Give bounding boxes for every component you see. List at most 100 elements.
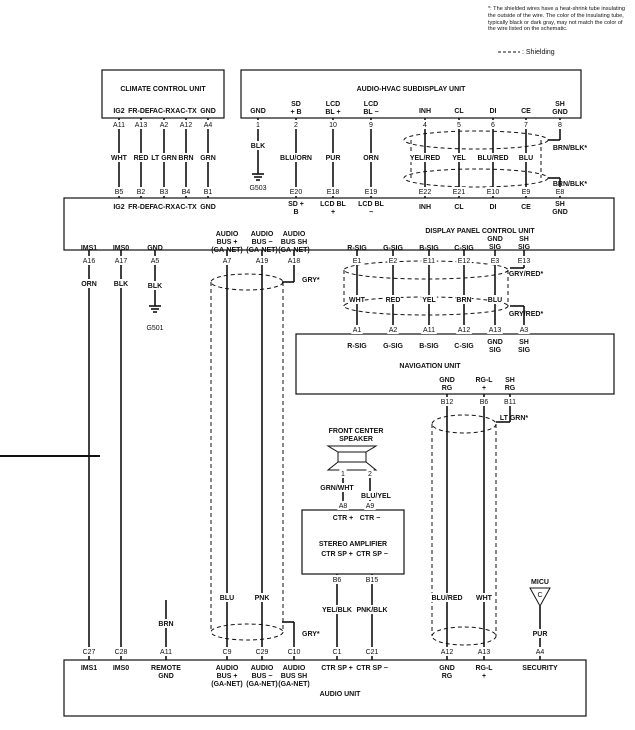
speaker-wire-color-0: GRN/WHT: [320, 485, 354, 492]
dpcu-hvac-pin-7: E9: [522, 189, 531, 196]
dpcu-nav-pin-5: E13: [518, 258, 531, 265]
audio-pin-left-1: C28: [115, 649, 128, 656]
dpcu-climate-name-2: AC-RX: [153, 204, 175, 211]
audio-name-bus-0-1: BUS +: [217, 673, 238, 680]
navigation-unit-title: NAVIGATION UNIT: [399, 363, 461, 370]
climate-wire-color-3: BRN: [178, 155, 193, 162]
dpcu-audio-name-2-1: BUS SH: [281, 239, 307, 246]
nav-wire-color-3-bg: [456, 295, 472, 304]
hvac-wire-color-0: BLK: [251, 143, 265, 150]
nav-name-1: G-SIG: [383, 343, 403, 350]
dpcu-hvac-pin-7-bg: [520, 187, 532, 196]
nav-pin-1: A2: [389, 327, 398, 334]
amp-out-name-0: CTR SP +: [321, 551, 353, 558]
dpcu-hvac-pin-4: E22: [419, 189, 432, 196]
dpcu-nav-pin-0-bg: [351, 256, 363, 265]
climate-control-unit-box: [101, 69, 225, 119]
dpcu-nav-name-5-1: SIG: [518, 244, 531, 251]
hvac-wire-color-5-bg: [451, 153, 467, 162]
dpcu-audio-pin-1-bg: [254, 256, 270, 265]
dpcu-left-wire-color-1-bg: [113, 279, 129, 288]
speaker-pin-1: 2: [368, 471, 372, 478]
nav-rg-shield-bottom-ellipse: [431, 626, 497, 646]
hvac-pin-name-8-1: GND: [552, 109, 568, 116]
dpcu-audio-pin-0: A7: [223, 258, 232, 265]
audio-pin-bus-1-bg: [254, 647, 270, 656]
dpcu-left-name-0: IMS1: [81, 245, 97, 252]
nav-wire-color-4-bg: [487, 295, 503, 304]
nav-wire-color-3: BRN: [456, 297, 471, 304]
climate-wire-color-2: LT GRN: [151, 155, 177, 162]
nav-pin-5: A3: [520, 327, 529, 334]
audio-pin-remote-gnd-bg: [158, 647, 174, 656]
audio-unit-box: [63, 659, 587, 717]
climate-pin-name-3: AC-TX: [175, 108, 197, 115]
climate-pin-name-4: GND: [200, 108, 216, 115]
audio-pin-amp-0-bg: [331, 647, 343, 656]
audio-name-amp-1: CTR SP −: [356, 665, 388, 672]
nav-bottom-name-0-1: RG: [442, 385, 453, 392]
nav-name-5-0: SH: [519, 339, 529, 346]
speaker-pin-0: 1: [341, 471, 345, 478]
shielding-legend-label: : Shielding: [522, 49, 555, 56]
audio-pin-bus-2-bg: [286, 647, 302, 656]
climate-pin-1: A13: [135, 122, 148, 129]
dpcu-gnd-wire-color: BLK: [148, 283, 162, 290]
amp-out-wire-color-0-bg: [320, 605, 354, 614]
dpcu-nav-name-2: B-SIG: [419, 245, 439, 252]
audio-name-remote-gnd-0: REMOTE: [151, 665, 181, 672]
dpcu-left-pin-1: A17: [115, 258, 128, 265]
speaker-cone: [326, 445, 378, 453]
nav-bottom-pin-2: B11: [504, 399, 516, 406]
dpcu-audio-name-0-2: (GA-NET): [211, 247, 243, 254]
dpcu-nav-pin-1: E2: [389, 258, 398, 265]
audio-name-bus-1-2: (GA-NET): [246, 681, 278, 688]
amp-out-pin-0-bg: [331, 575, 343, 584]
hvac-pin-7-bg: [522, 120, 530, 129]
dpcu-hvac-name-1-1: B: [293, 209, 298, 216]
nav-wire-color-0-bg: [349, 295, 365, 304]
amp-out-wire-color-0: YEL/BLK: [322, 607, 352, 614]
dpcu-climate-name-3: AC-TX: [175, 204, 197, 211]
display-panel-control-unit-box: [63, 197, 615, 251]
dpcu-left-wire-color-0: ORN: [81, 281, 97, 288]
hvac-pin-name-2-1: BL +: [325, 109, 340, 116]
hvac-wire-color-6-bg: [476, 153, 510, 162]
nav-name-4-0: GND: [487, 339, 503, 346]
audio-bus-wire-color-1-bg: [254, 593, 270, 602]
dpcu-hvac-name-3-0: LCD BL: [358, 201, 384, 208]
navigation-unit-box: [295, 333, 615, 395]
audio-name-bus-0-0: AUDIO: [216, 665, 239, 672]
audio-pin-nav-1: A13: [478, 649, 491, 656]
audio-name-bus-0-2: (GA-NET): [211, 681, 243, 688]
climate-pin-4-bg: [202, 120, 214, 129]
audio-pin-amp-1-bg: [364, 647, 380, 656]
amp-in-name-1: CTR −: [360, 515, 380, 522]
amp-in-name-0: CTR +: [333, 515, 353, 522]
audio-name-bus-2-0: AUDIO: [283, 665, 306, 672]
amp-out-wire-color-1-bg: [355, 605, 389, 614]
climate-wire-color-2-bg: [149, 153, 179, 162]
nav-bottom-pin-0-bg: [439, 397, 455, 406]
nav-pin-0-bg: [351, 325, 363, 334]
dpcu-nav-pin-2-bg: [421, 256, 437, 265]
speaker-body: [337, 451, 367, 463]
dpcu-climate-pin-2: B3: [160, 189, 169, 196]
dpcu-gnd-wire-color-bg: [147, 281, 163, 290]
climate-pin-1-bg: [133, 120, 149, 129]
nav-name-2: B-SIG: [419, 343, 439, 350]
nav-name-4-1: SIG: [489, 347, 502, 354]
dpcu-nav-pin-4: E3: [491, 258, 500, 265]
hvac-wire-color-3-bg: [363, 153, 379, 162]
audio-name-bus-2-2: (GA-NET): [278, 681, 310, 688]
nav-audio-wire-color-1: WHT: [476, 595, 493, 602]
climate-pin-0: A11: [113, 122, 125, 129]
front-center-speaker-title-2: SPEAKER: [339, 436, 373, 443]
dpcu-hvac-name-2-1: +: [331, 209, 335, 216]
hvac-shield-top-ellipse: [403, 130, 549, 150]
stereo-amplifier-box: [301, 509, 405, 575]
nav-bottom-name-1-0: RG-L: [475, 377, 493, 384]
climate-pin-2: A2: [160, 122, 169, 129]
dpcu-nav-name-5-0: SH: [519, 236, 529, 243]
dpcu-climate-pin-0: B5: [115, 189, 124, 196]
